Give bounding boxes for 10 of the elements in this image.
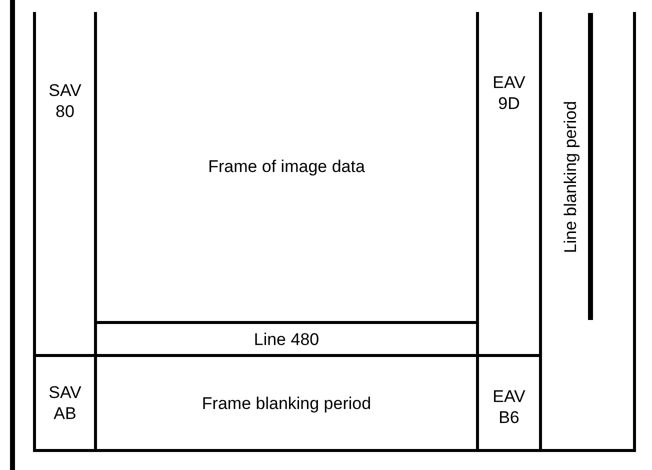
- cell-label: Line 480: [252, 328, 320, 350]
- cell-label: Frame blanking period: [200, 392, 372, 414]
- cell-label: EAV B6: [492, 386, 526, 428]
- cell-label: Line blanking period: [561, 100, 582, 254]
- table-cell: [539, 12, 636, 452]
- cell-label: EAV 9D: [492, 72, 526, 114]
- cell-label: Frame of image data: [207, 156, 366, 177]
- cell-label: SAV 80: [48, 80, 82, 122]
- table-cell: [33, 354, 97, 452]
- cell-label: SAV AB: [48, 382, 82, 424]
